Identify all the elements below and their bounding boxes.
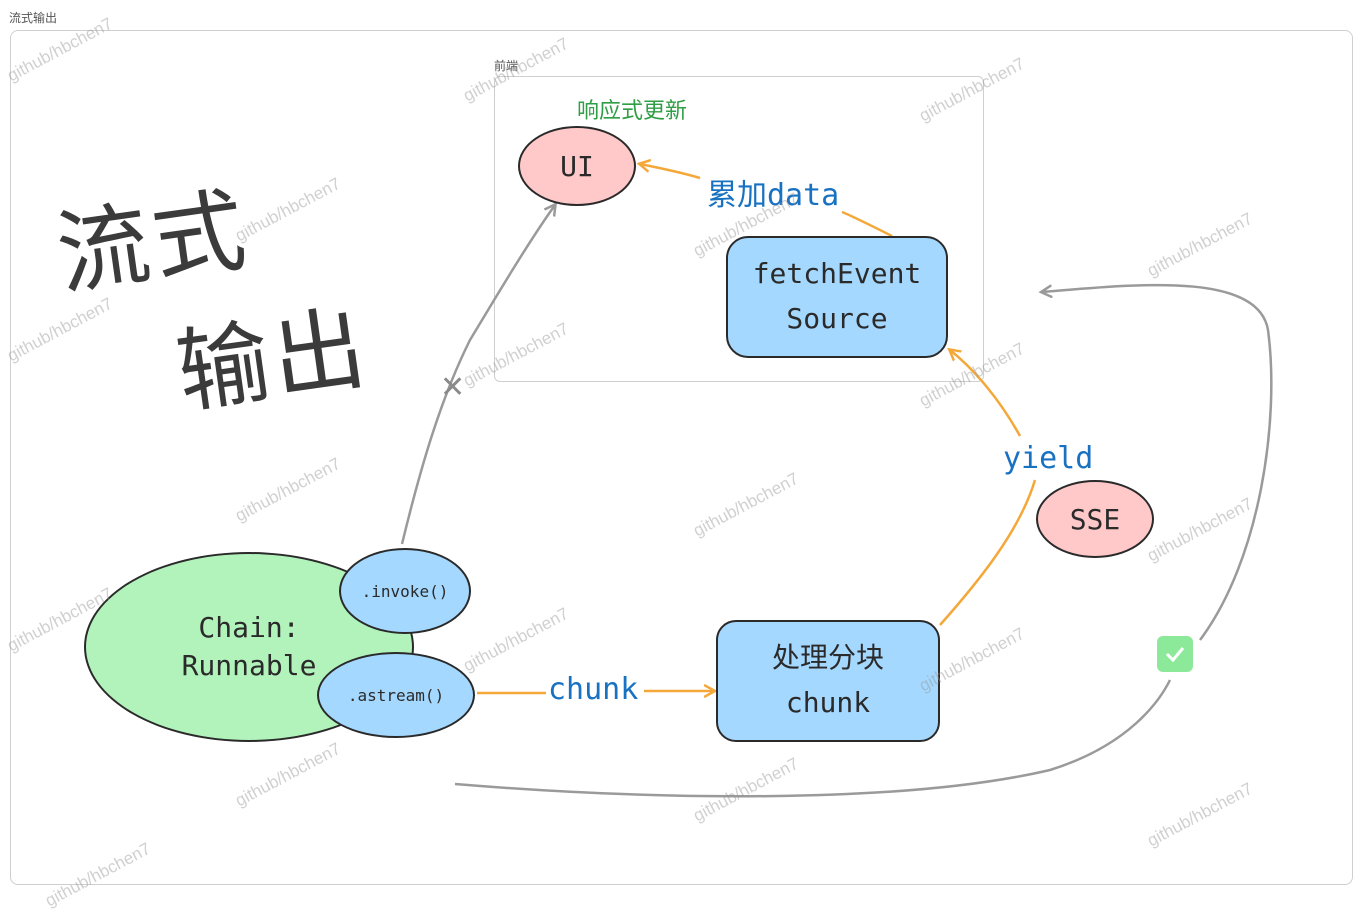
process-chunk-node[interactable]: 处理分块 chunk <box>716 620 940 742</box>
big-title-line2: 输出 <box>170 294 376 427</box>
page-title: 流式输出 <box>9 11 58 25</box>
reactive-update-label: 响应式更新 <box>577 99 688 124</box>
arrow-invoke-to-ui <box>400 205 555 545</box>
cross-mark-icon: ✕ <box>440 370 466 405</box>
outer-frame <box>10 30 1353 885</box>
frontend-frame-label: 前端 <box>494 59 519 73</box>
ui-node[interactable]: UI <box>518 126 636 206</box>
fetch-event-source-node[interactable]: fetchEvent Source <box>726 236 948 358</box>
invoke-method-node[interactable]: .invoke() <box>339 548 471 634</box>
check-icon <box>1157 636 1193 672</box>
frontend-frame <box>494 76 984 382</box>
astream-method-node[interactable]: .astream() <box>317 652 475 738</box>
arrow-loop-to-fetch <box>454 285 1273 798</box>
sse-node[interactable]: SSE <box>1036 480 1154 558</box>
chunk-edge-label: chunk <box>548 672 639 707</box>
arrow-fetch-to-ui <box>640 164 893 238</box>
yield-label: yield <box>1003 441 1094 476</box>
arrow-chunk-to-fetch <box>940 350 1037 626</box>
big-title-line1: 流式 <box>50 176 256 309</box>
arrow-astream-to-chunk <box>477 691 714 693</box>
accumulate-data-label: 累加data <box>707 178 840 213</box>
